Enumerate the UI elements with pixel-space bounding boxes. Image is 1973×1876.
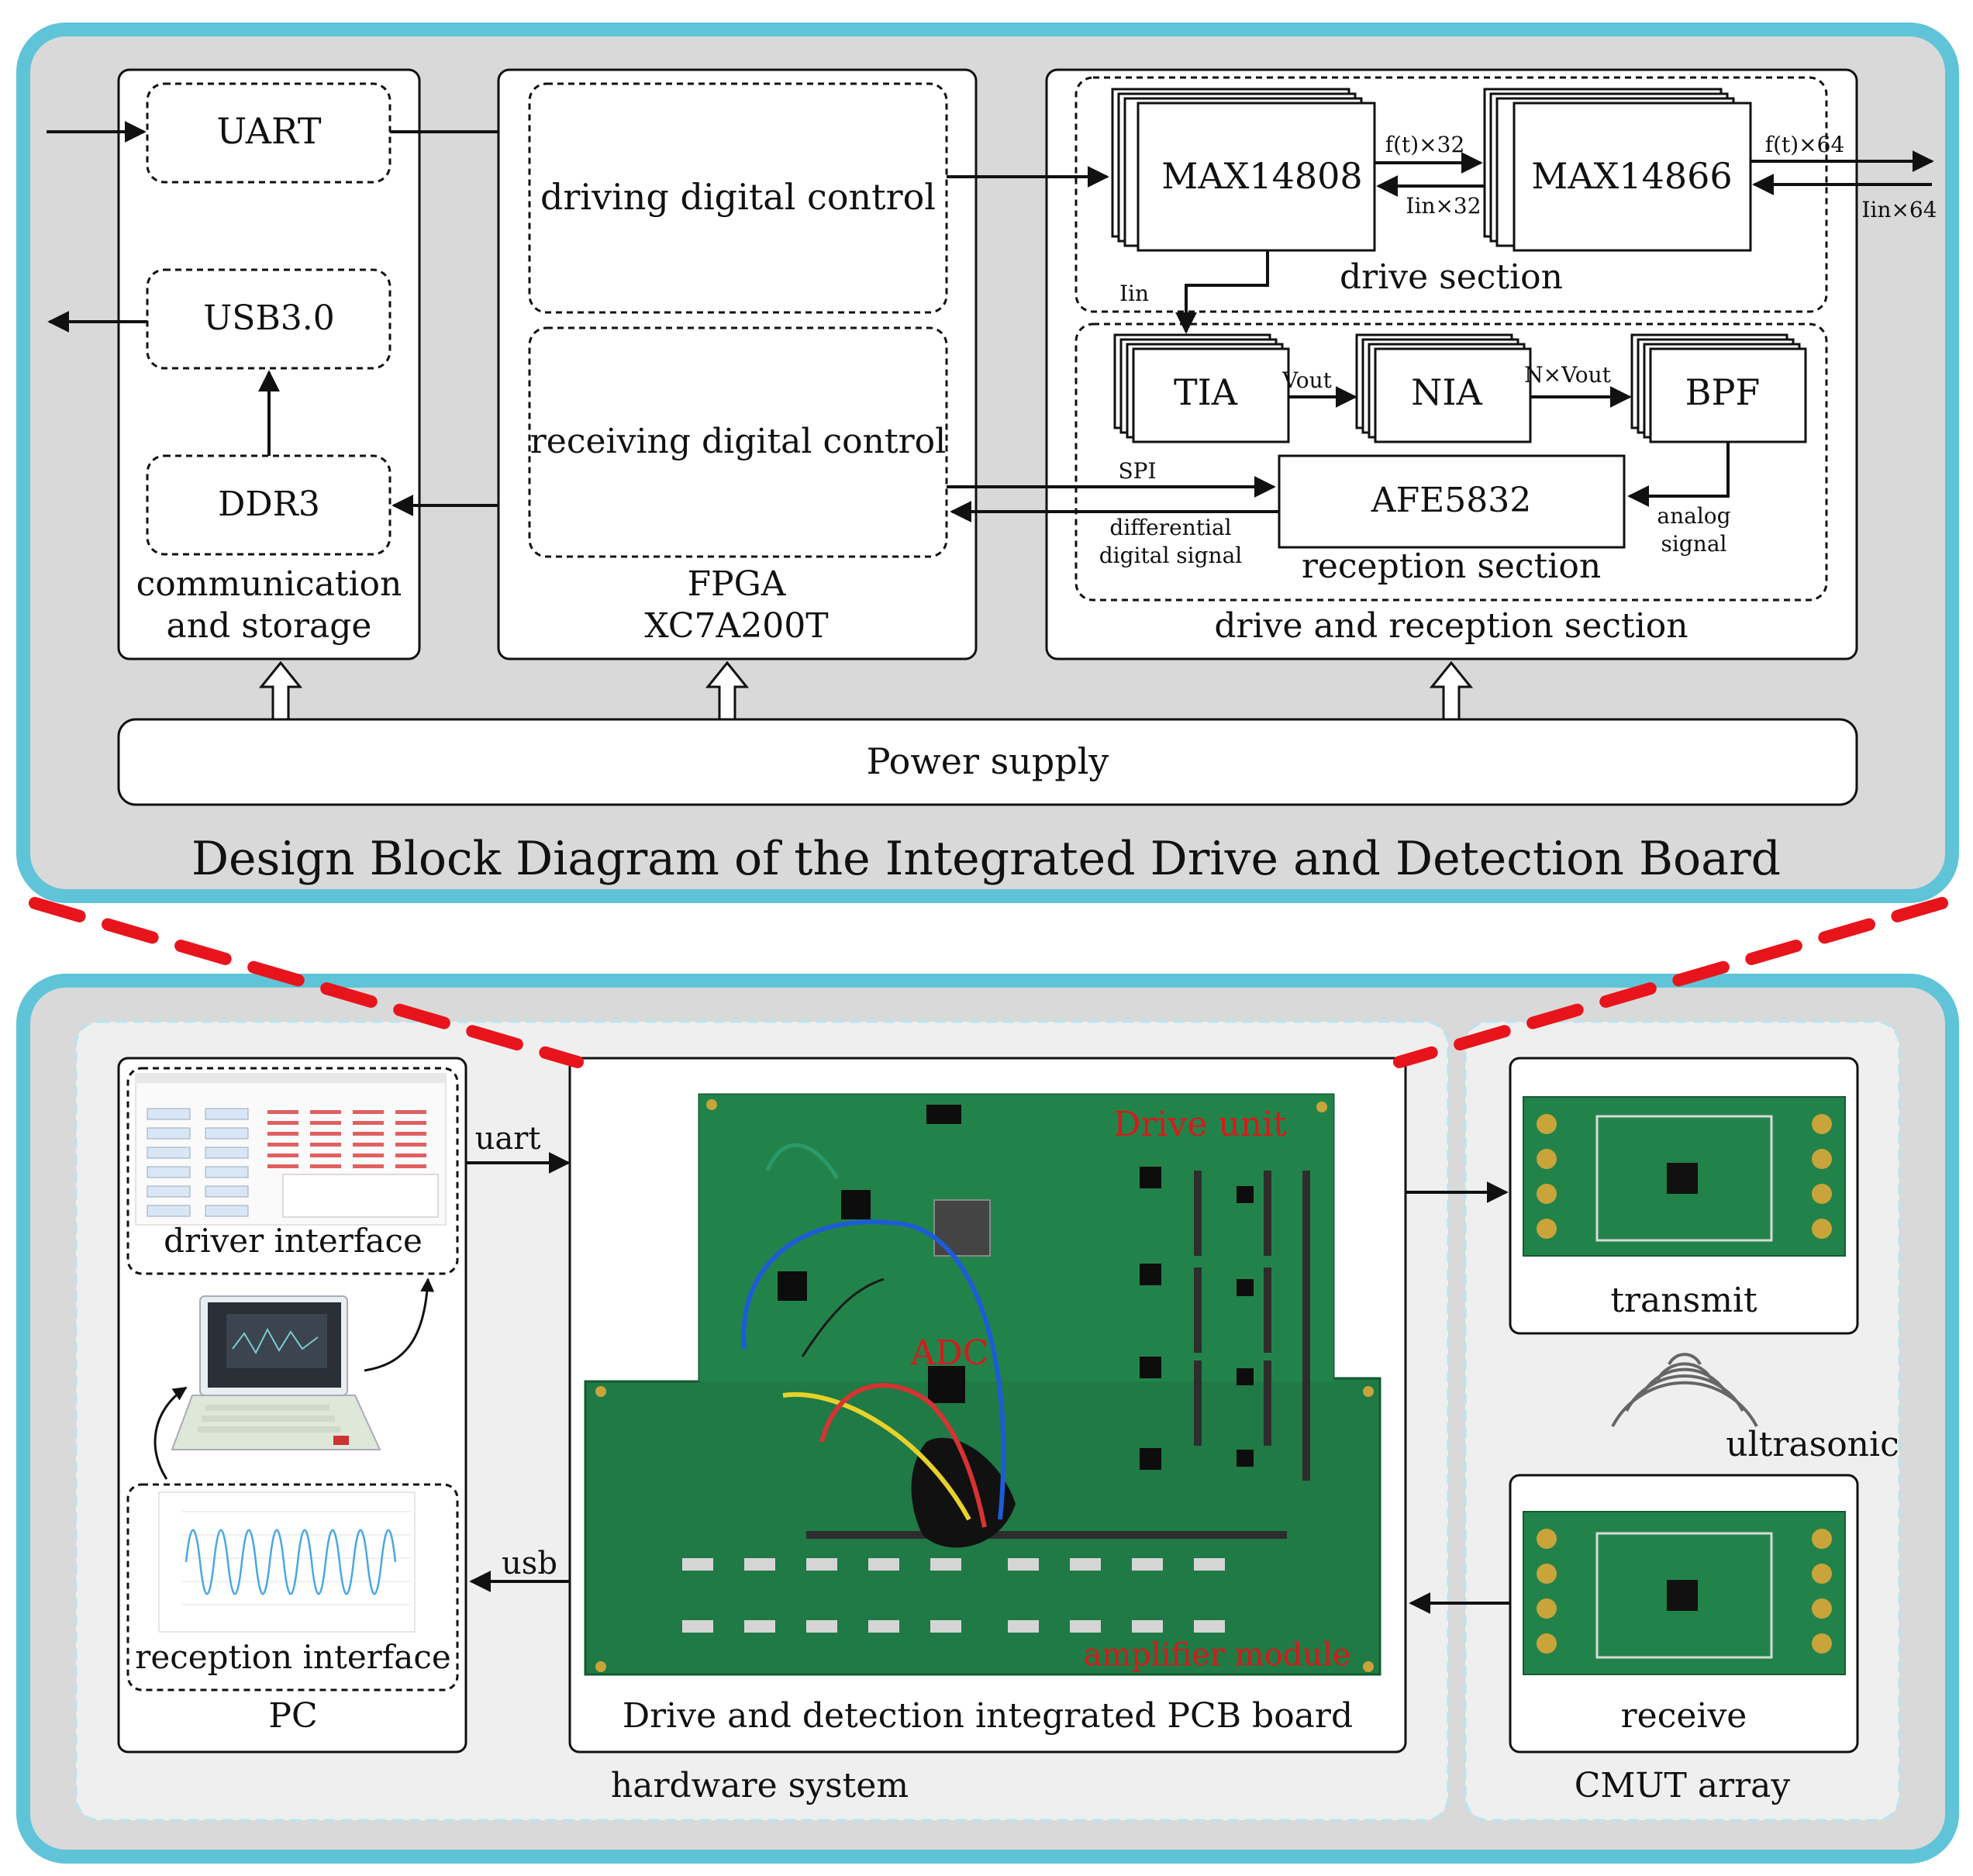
lin32-label: Iin×32 [1406, 193, 1481, 219]
afe5832-label: AFE5832 [1371, 481, 1531, 520]
lin-label: Iin [1119, 281, 1149, 306]
hardware-system-label: hardware system [611, 1766, 909, 1805]
reception-section-label: reception section [1302, 547, 1601, 586]
driver-interface-screenshot [135, 1073, 447, 1226]
power-supply-block [117, 718, 1858, 806]
usb-block [146, 268, 391, 370]
reception-interface-screenshot [158, 1491, 416, 1633]
pc-label: PC [268, 1696, 317, 1736]
uart-block [146, 82, 391, 184]
reception-waveform [185, 1529, 397, 1595]
pcb-label: Drive and detection integrated PCB board [623, 1696, 1353, 1736]
usb-label: USB3.0 [203, 298, 335, 338]
bpf-stack [1630, 333, 1807, 443]
drive-unit-label: Drive unit [1113, 1105, 1287, 1144]
drive-section-label: drive section [1340, 257, 1563, 297]
ft64-label: f(t)×64 [1765, 132, 1845, 157]
transmit-label: transmit [1610, 1281, 1757, 1320]
zoom-connector-left [29, 897, 584, 1068]
uart-arrow-label: uart [475, 1121, 541, 1157]
lin-arrow [1175, 250, 1269, 334]
ddr-block [146, 454, 391, 556]
reception-interface-label: reception interface [135, 1638, 450, 1676]
driving-control-label: driving digital control [540, 176, 936, 218]
comm-label-line2: and storage [167, 606, 372, 646]
nvout-label: N×Vout [1524, 362, 1612, 388]
ft32-label: f(t)×32 [1385, 132, 1465, 157]
receiving-control-label: receiving digital control [530, 422, 946, 461]
ultrasonic-label: ultrasonic [1726, 1425, 1899, 1464]
amplifier-module-label: amplifier module [1084, 1637, 1351, 1673]
ddr-label: DDR3 [218, 485, 320, 524]
diff-label-line2: digital signal [1099, 543, 1243, 568]
max14808-label: MAX14808 [1161, 155, 1362, 197]
analog-label-line2: signal [1661, 531, 1727, 557]
analog-signal-arrow [1627, 442, 1730, 507]
max14866-stack [1483, 88, 1752, 252]
diff-label-line1: differential [1109, 515, 1231, 540]
afe5832-block [1278, 454, 1626, 549]
ultrasonic-wave-icon [1611, 1353, 1758, 1427]
max14866-label: MAX14866 [1531, 155, 1732, 197]
power-supply-label: Power supply [867, 740, 1109, 782]
comm-label-line1: communication [136, 564, 402, 604]
fpga-label-line2: XC7A200T [644, 606, 828, 646]
spi-label: SPI [1118, 458, 1156, 484]
laptop-image [171, 1295, 381, 1450]
tia-label: TIA [1174, 371, 1238, 413]
uart-label: UART [216, 110, 321, 152]
driver-interface-label: driver interface [164, 1222, 423, 1260]
top-panel-title: Design Block Diagram of the Integrated D… [191, 832, 1781, 886]
fpga-label-line1: FPGA [687, 564, 786, 604]
receive-cmut-photo [1523, 1511, 1846, 1675]
bpf-label: BPF [1685, 371, 1761, 413]
receive-label: receive [1621, 1696, 1747, 1736]
cmut-array-label: CMUT array [1575, 1766, 1791, 1805]
pcb-photo [584, 1093, 1381, 1676]
power-arrows [258, 660, 1474, 721]
nia-stack [1355, 333, 1532, 443]
reception-to-laptop-arrow [153, 1386, 188, 1480]
analog-label-line1: analog [1657, 503, 1730, 529]
laptop-to-driver-arrow [364, 1278, 435, 1372]
nia-label: NIA [1411, 371, 1482, 413]
max14808-stack [1111, 88, 1376, 252]
usb-arrow-label: usb [502, 1546, 557, 1581]
adc-label: ADC [910, 1333, 989, 1373]
receiving-control-block [528, 326, 948, 558]
transmit-cmut-photo [1523, 1096, 1846, 1257]
drive-reception-label: drive and reception section [1214, 606, 1688, 646]
tia-stack [1113, 333, 1290, 443]
vout-label: Vout [1281, 367, 1333, 393]
lin64-label: Iin×64 [1861, 197, 1937, 222]
zoom-connector-right [1393, 897, 1948, 1068]
driving-control-block [528, 82, 948, 314]
